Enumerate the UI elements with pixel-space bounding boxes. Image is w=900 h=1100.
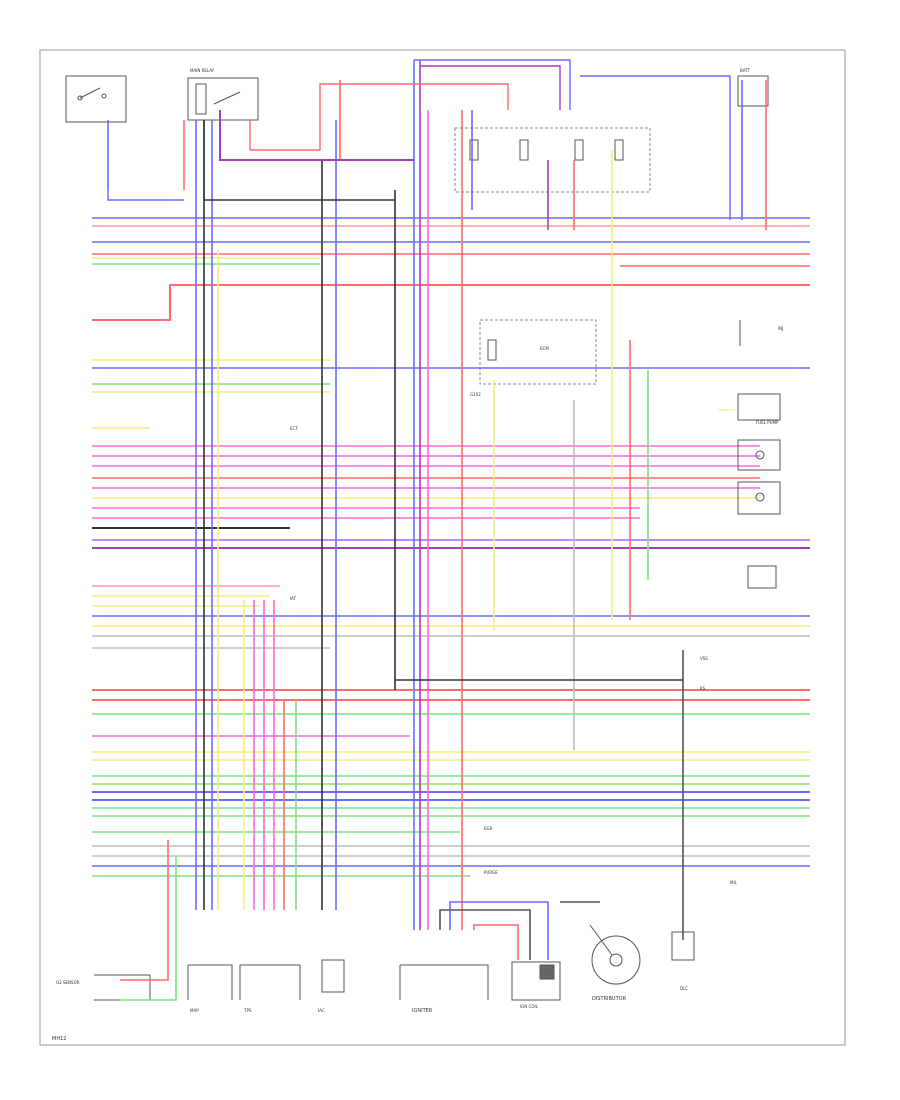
wire-bundle-vertical — [107, 60, 767, 940]
ect-label: ECT — [290, 426, 298, 431]
wire-top-routing — [107, 59, 731, 681]
mil-label: MIL — [730, 880, 738, 885]
purge-label: PURGE — [484, 870, 498, 875]
footer-ref: MH12 — [52, 1036, 66, 1042]
knock-sensor-label: KS — [700, 686, 706, 691]
right-side-components — [671, 320, 781, 961]
iat-label: IAT — [290, 596, 297, 601]
ecm-label: ECM — [540, 346, 549, 351]
ecm-box: ECM — [479, 319, 597, 385]
dlc-label: DLC — [680, 986, 688, 991]
distributor-label: DISTRIBUTOR — [592, 996, 627, 1002]
map-sensor-label: MAP — [190, 1008, 199, 1013]
battery-block: BATT — [737, 68, 769, 107]
main-relay: MAIN RELAY — [187, 68, 259, 121]
main-relay-label: MAIN RELAY — [190, 68, 215, 73]
ignition-switch — [65, 75, 127, 123]
wire-bottom-drops — [120, 840, 600, 1001]
battery-label: BATT — [740, 68, 751, 73]
o2-sensor-label: O2 SENSOR — [56, 980, 80, 985]
egr-label: EGR — [484, 826, 493, 831]
vss-label: VSS — [700, 656, 708, 661]
injectors-label: INJ — [778, 326, 783, 331]
igniter-label: IGNITER — [412, 1008, 433, 1014]
fuel-pump-label: FUEL PUMP — [756, 420, 779, 425]
ecm-ground-label: G102 — [470, 392, 481, 397]
diagram-frame — [39, 49, 846, 1046]
ign-coil-label: IGN COIL — [520, 1004, 539, 1009]
fuse-box — [454, 127, 651, 193]
tps-label: TPS — [243, 1008, 252, 1013]
iac-label: IAC — [318, 1008, 325, 1013]
wire-bundle-horizontal — [92, 217, 810, 877]
